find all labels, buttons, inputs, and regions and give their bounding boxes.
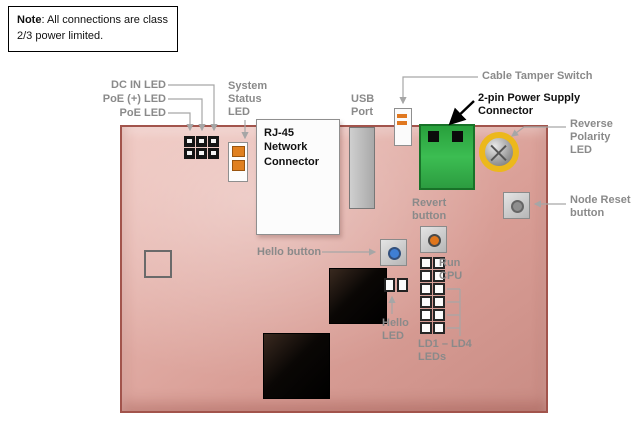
label-revert-button: Revert button — [412, 197, 447, 223]
hello-button-cap — [388, 247, 401, 260]
power-led-cell — [184, 136, 195, 147]
system-status-led-indicator — [228, 142, 248, 182]
power-led-cell — [196, 148, 207, 159]
cpu-led-cell — [433, 270, 445, 282]
cable-tamper-switch — [394, 108, 412, 146]
ld3-led-cell — [420, 309, 432, 321]
power-led-cell — [196, 136, 207, 147]
label-reverse-polarity-led: Reverse Polarity LED — [570, 118, 613, 157]
rj45-network-connector: RJ-45 Network Connector — [256, 119, 340, 235]
note-box: Note: All connections are class 2/3 powe… — [8, 6, 178, 52]
ic-chip — [329, 268, 387, 324]
cpu-led-cell — [420, 270, 432, 282]
label-system-status-led: System Status LED — [228, 80, 268, 119]
power-led-grid — [184, 136, 219, 159]
ld3-led-cell — [433, 309, 445, 321]
ld2-led-cell — [420, 296, 432, 308]
ic-chip — [263, 333, 330, 399]
revert-button — [420, 226, 447, 253]
label-dc-in-led: DC IN LED — [111, 79, 166, 91]
reverse-polarity-led-indicator — [479, 132, 519, 172]
connector-pin-hole — [428, 131, 439, 142]
label-hello-led: Hello LED — [382, 317, 409, 343]
power-led-cell — [184, 148, 195, 159]
label-poe-plus-led: PoE (+) LED — [102, 93, 166, 105]
ld4-led-cell — [420, 322, 432, 334]
label-usb-port: USB Port — [351, 93, 375, 119]
hello-led-indicator — [397, 278, 408, 292]
run-led-cell — [420, 257, 432, 269]
tamper-switch-stripe — [397, 121, 407, 125]
amber-led-segment — [232, 160, 245, 171]
leader-power-supply-connector — [448, 100, 475, 126]
ld4-led-cell — [433, 322, 445, 334]
revert-button-cap — [428, 234, 441, 247]
label-cpu: CPU — [439, 270, 463, 282]
label-ld1-ld4-leds: LD1 – LD4 LEDs — [418, 338, 472, 364]
usb-port — [349, 127, 375, 209]
ld1-led-cell — [420, 283, 432, 295]
leader-cable-tamper-switch — [399, 76, 478, 105]
mounting-screw-icon — [144, 250, 172, 278]
node-reset-button-cap — [511, 200, 524, 213]
label-power-supply-connector: 2-pin Power Supply Connector — [478, 92, 581, 118]
connector-pin-hole — [452, 131, 463, 142]
rj45-connector-label: RJ-45 Network Connector — [264, 127, 319, 168]
hello-led-indicator — [384, 278, 395, 292]
note-text: : All connections are class 2/3 power li… — [17, 14, 169, 42]
power-supply-connector — [419, 124, 475, 190]
leader-dc-in-led — [168, 84, 218, 132]
label-hello-button: Hello button — [257, 246, 322, 258]
label-poe-led: PoE LED — [119, 107, 166, 119]
ld2-led-cell — [433, 296, 445, 308]
note-label: Note — [17, 14, 42, 26]
run-led-cell — [433, 257, 445, 269]
power-led-cell — [208, 148, 219, 159]
label-run: Run — [439, 257, 461, 269]
amber-led-segment — [232, 146, 245, 157]
power-led-cell — [208, 136, 219, 147]
label-node-reset-button: Node Reset button — [570, 194, 631, 220]
hello-button — [380, 239, 407, 266]
node-reset-button — [503, 192, 530, 219]
ld1-led-cell — [433, 283, 445, 295]
tamper-switch-stripe — [397, 114, 407, 118]
label-cable-tamper-switch: Cable Tamper Switch — [482, 70, 593, 82]
status-led-column — [420, 257, 445, 334]
